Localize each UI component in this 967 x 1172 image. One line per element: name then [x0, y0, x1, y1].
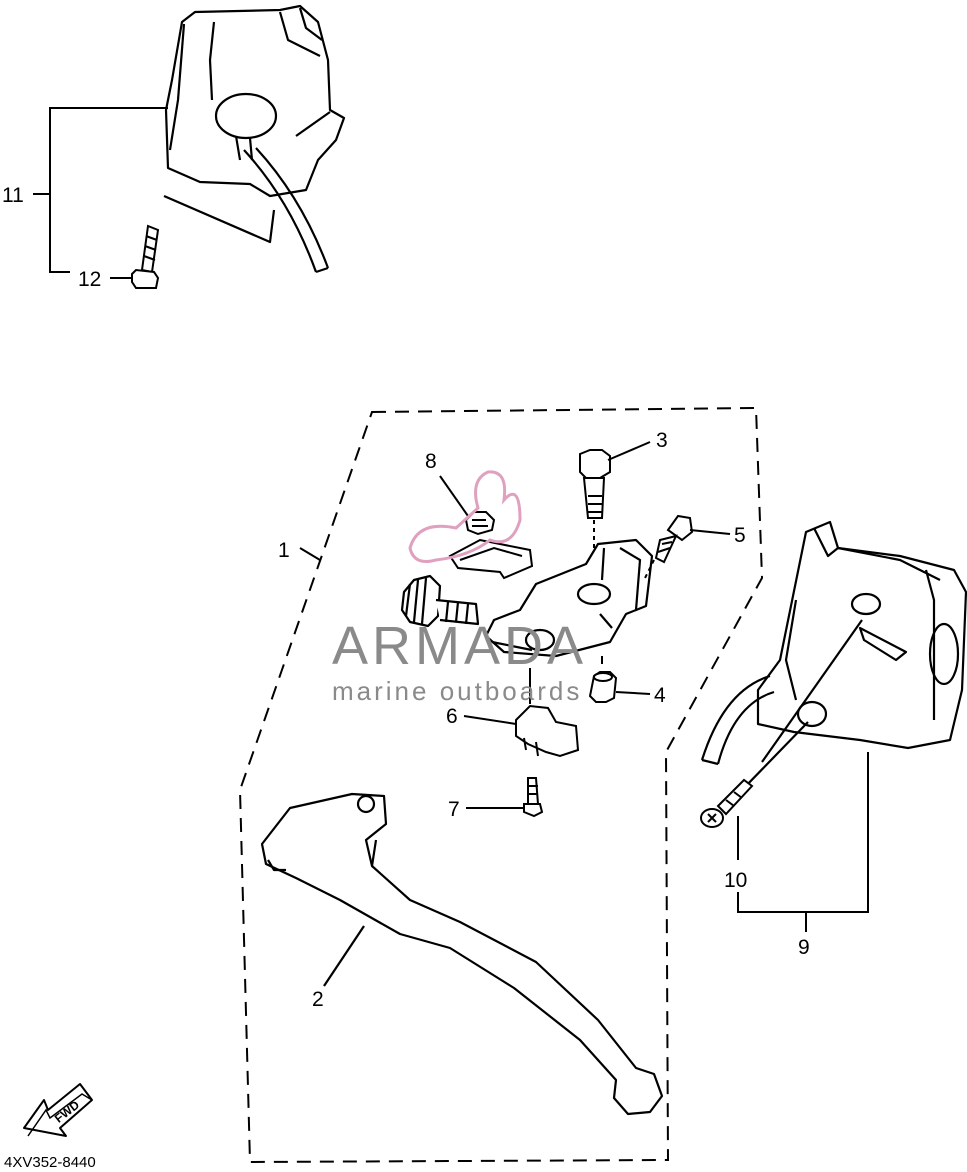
- leader-part-1: [299, 547, 321, 561]
- screw-part-5: [643, 514, 731, 581]
- callout-10: 10: [724, 869, 747, 892]
- switch-part-6: [463, 668, 580, 758]
- assembly-outline-part-1: [238, 406, 764, 1164]
- callout-5: 5: [734, 524, 746, 547]
- diagram-code: 4XV352-8440: [4, 1154, 96, 1171]
- screw-part-8: [439, 475, 534, 580]
- callout-bracket-9-10: [737, 752, 869, 932]
- lever-holder: [400, 538, 654, 658]
- switch-housing-part-9: [700, 520, 967, 791]
- forward-arrow-icon: FWD: [23, 1083, 93, 1137]
- nut-part-4: [588, 656, 651, 703]
- callout-3: 3: [656, 429, 668, 452]
- switch-housing-part-11: [163, 4, 346, 274]
- callout-12: 12: [78, 268, 101, 291]
- watermark-logo-shape: [408, 470, 522, 563]
- callout-6: 6: [446, 705, 458, 728]
- screw-part-12: [131, 224, 160, 289]
- callout-8: 8: [425, 450, 437, 473]
- watermark-brand: ARMADA: [332, 616, 587, 676]
- screw-part-10: [700, 778, 754, 828]
- callout-7: 7: [448, 798, 460, 821]
- callout-1: 1: [278, 539, 290, 562]
- callout-11: 11: [2, 184, 24, 207]
- lever-part-2: [260, 792, 664, 1116]
- callout-4: 4: [654, 684, 666, 707]
- callout-2: 2: [312, 988, 324, 1011]
- callout-9: 9: [798, 936, 810, 959]
- watermark-logo: [408, 470, 522, 563]
- screw-part-7: [466, 777, 544, 818]
- watermark-tagline: marine outboards: [332, 676, 582, 706]
- callout-bracket-11-12: [33, 107, 168, 279]
